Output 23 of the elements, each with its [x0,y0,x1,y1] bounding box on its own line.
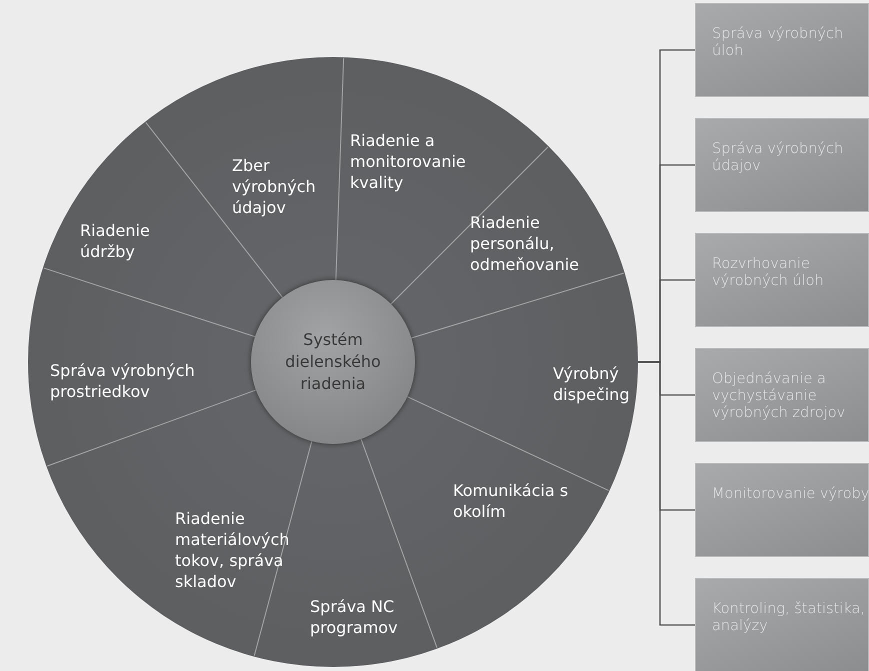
function-box [695,348,869,442]
segment-label: Riadenie a monitorovanie kvality [350,130,490,193]
connector-line [638,361,695,626]
segment-label: Riadenie materiálových tokov, správa skladov [175,508,315,592]
box-label: Správa výrobných údajov [712,141,844,175]
box-label: Objednávanie a vychystávanie výrobných zdrojov [712,371,846,422]
box-label: Monitorovanie výroby [712,486,869,503]
segment-label: Riadenie personálu, odmeňovanie [470,212,620,275]
box-label: Rozvrhovanie výrobných úloh [712,256,825,290]
box-label: Správa výrobných úloh [712,26,844,60]
function-box [695,118,869,212]
function-box [695,578,869,671]
box-label: Kontroling, štatistika, analýzy [712,601,866,635]
function-box [695,463,869,557]
segment-label: Výrobný dispečing [553,363,653,405]
function-box [695,3,869,97]
segment-label: Správa NC programov [310,596,440,638]
function-box [695,233,869,327]
segment-label: Zber výrobných údajov [232,155,342,218]
segment-label: Komunikácia s okolím [453,480,583,522]
segment-label: Správa výrobných prostriedkov [50,360,200,402]
segment-label: Riadenie údržby [80,220,190,262]
hub-label: Systém dielenského riadenia [284,329,382,395]
